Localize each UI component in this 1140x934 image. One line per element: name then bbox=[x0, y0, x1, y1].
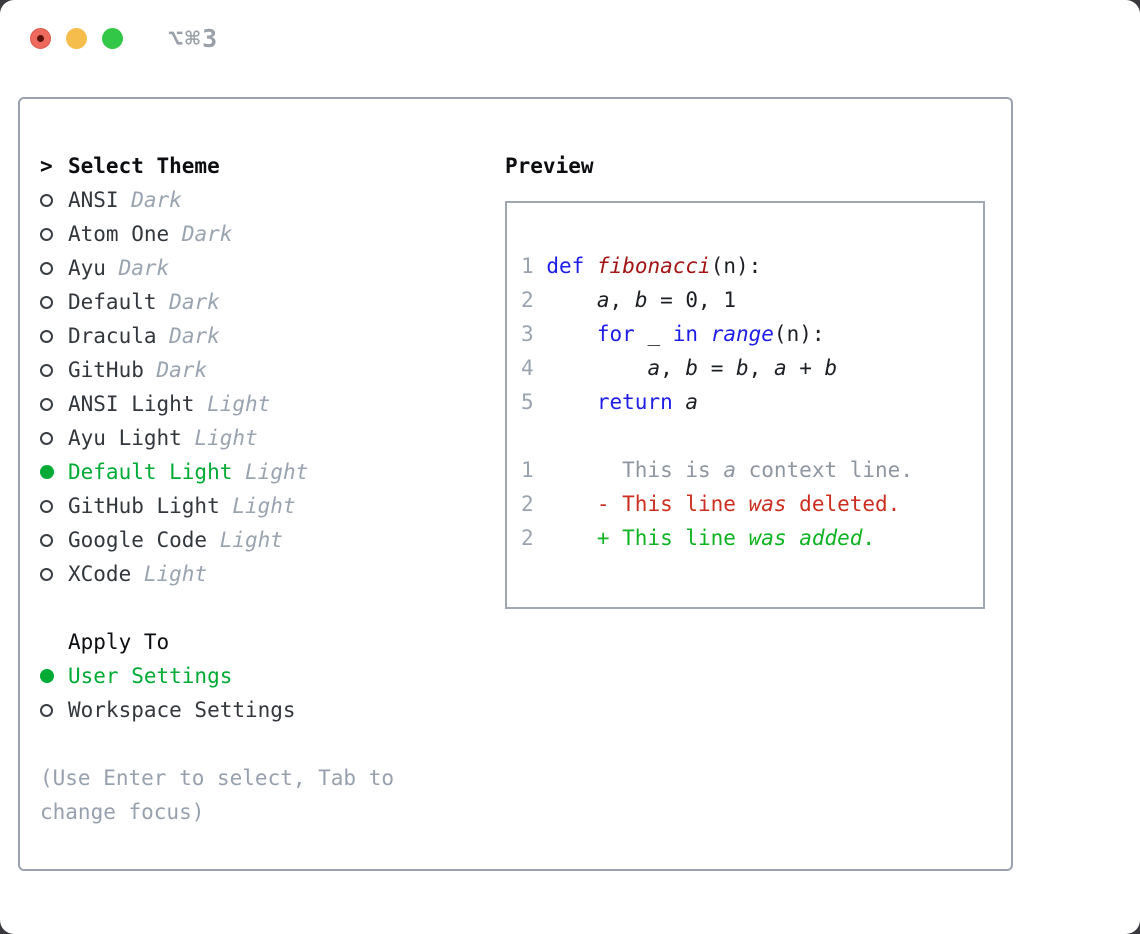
theme-name: Default Light bbox=[68, 460, 233, 484]
diff-line: 2 - This line was deleted. bbox=[521, 492, 901, 516]
code-line: 3 for _ in range(n): bbox=[521, 322, 825, 346]
diff-line: 1 This is a context line. bbox=[521, 458, 913, 482]
radio-icon bbox=[40, 431, 53, 445]
theme-option[interactable]: Ayu Light Light bbox=[40, 421, 475, 455]
theme-variant-badge: Light bbox=[232, 494, 296, 518]
select-theme-header: Select Theme bbox=[68, 154, 220, 178]
radio-icon bbox=[40, 363, 53, 377]
theme-name: Atom One bbox=[68, 222, 170, 246]
apply-to-list: User Settings Workspace Settings bbox=[40, 659, 475, 727]
theme-variant-badge: Light bbox=[219, 528, 283, 552]
theme-name: Default bbox=[68, 290, 157, 314]
radio-icon bbox=[40, 193, 53, 207]
theme-name: Google Code bbox=[68, 528, 208, 552]
code-line: 5 return a bbox=[521, 390, 699, 414]
theme-option[interactable]: ANSI Dark bbox=[40, 183, 475, 217]
theme-variant-badge: Light bbox=[245, 460, 309, 484]
code-line: 1 def fibonacci(n): bbox=[521, 254, 762, 278]
theme-option[interactable]: GitHub Light Light bbox=[40, 489, 475, 523]
radio-icon bbox=[40, 261, 53, 275]
theme-name: XCode bbox=[68, 562, 132, 586]
theme-variant-badge: Dark bbox=[118, 256, 170, 280]
theme-option[interactable]: GitHub Dark bbox=[40, 353, 475, 387]
radio-icon bbox=[40, 295, 53, 309]
line-number: 4 bbox=[521, 356, 534, 380]
line-number: 2 bbox=[521, 288, 534, 312]
theme-name: Ayu Light bbox=[68, 426, 182, 450]
theme-name: GitHub Light bbox=[68, 494, 220, 518]
select-theme-header-row: > Select Theme bbox=[40, 149, 475, 183]
theme-variant-badge: Dark bbox=[169, 290, 220, 314]
code-line: 4 a, b = b, a + b bbox=[521, 356, 838, 380]
theme-name: ANSI Light bbox=[68, 392, 195, 416]
preview-header: Preview bbox=[505, 154, 594, 178]
line-number: 1 bbox=[521, 254, 534, 278]
close-button[interactable] bbox=[30, 28, 51, 49]
radio-icon bbox=[40, 567, 53, 581]
radio-icon bbox=[40, 465, 54, 479]
apply-to-header-row: Apply To bbox=[40, 625, 475, 659]
zoom-button[interactable] bbox=[102, 28, 123, 49]
spacer bbox=[40, 591, 475, 625]
theme-name: ANSI bbox=[68, 188, 119, 212]
apply-to-label: Workspace Settings bbox=[68, 698, 296, 722]
theme-option[interactable]: XCode Light bbox=[40, 557, 475, 591]
theme-option[interactable]: Ayu Dark bbox=[40, 251, 475, 285]
radio-icon bbox=[40, 533, 53, 547]
theme-list: ANSI Dark Atom One Dark Ayu Dark Default… bbox=[40, 183, 475, 591]
theme-name: GitHub bbox=[68, 358, 144, 382]
theme-variant-badge: Dark bbox=[156, 358, 208, 382]
line-number: 2 bbox=[521, 526, 534, 550]
radio-icon bbox=[40, 227, 53, 241]
radio-icon bbox=[40, 397, 53, 411]
radio-icon bbox=[40, 499, 53, 513]
theme-variant-badge: Dark bbox=[131, 188, 182, 212]
theme-variant-badge: Light bbox=[143, 562, 208, 586]
code-line: 2 a, b = 0, 1 bbox=[521, 288, 736, 312]
window-title: ⌥⌘3 bbox=[168, 24, 220, 53]
traffic-lights bbox=[30, 28, 123, 49]
help-hint-text: (Use Enter to select, Tab to change focu… bbox=[40, 766, 395, 824]
preview-column: Preview 1 def fibonacci(n): 2 a, b = 0, 1… bbox=[505, 149, 1011, 869]
title-bar: ⌥⌘3 bbox=[0, 0, 1140, 72]
theme-variant-badge: Dark bbox=[169, 324, 220, 348]
focus-caret: > bbox=[40, 154, 53, 178]
blank-line bbox=[521, 419, 969, 453]
theme-option[interactable]: Dracula Dark bbox=[40, 319, 475, 353]
radio-icon bbox=[40, 329, 53, 343]
minimize-button[interactable] bbox=[66, 28, 87, 49]
theme-option[interactable]: Google Code Light bbox=[40, 523, 475, 557]
radio-icon bbox=[40, 703, 53, 717]
theme-option[interactable]: Default Dark bbox=[40, 285, 475, 319]
apply-to-header: Apply To bbox=[68, 630, 170, 654]
apply-to-option[interactable]: Workspace Settings bbox=[40, 693, 475, 727]
preview-box: 1 def fibonacci(n): 2 a, b = 0, 1 3 for _ … bbox=[505, 201, 985, 609]
diff-line: 2 + This line was added. bbox=[521, 526, 876, 550]
theme-variant-badge: Light bbox=[194, 426, 258, 450]
theme-option[interactable]: Default Light Light bbox=[40, 455, 475, 489]
line-number: 2 bbox=[521, 492, 534, 516]
line-number: 3 bbox=[521, 322, 534, 346]
apply-to-label: User Settings bbox=[68, 664, 233, 688]
line-number: 1 bbox=[521, 458, 534, 482]
line-number: 5 bbox=[521, 390, 534, 414]
theme-variant-badge: Light bbox=[207, 392, 271, 416]
theme-option[interactable]: ANSI Light Light bbox=[40, 387, 475, 421]
apply-to-option[interactable]: User Settings bbox=[40, 659, 475, 693]
theme-picker-panel: > Select Theme ANSI Dark Atom One Dark A… bbox=[18, 97, 1013, 871]
radio-icon bbox=[40, 669, 54, 683]
theme-option[interactable]: Atom One Dark bbox=[40, 217, 475, 251]
theme-selector-column: > Select Theme ANSI Dark Atom One Dark A… bbox=[40, 149, 505, 869]
theme-name: Dracula bbox=[68, 324, 157, 348]
theme-name: Ayu bbox=[68, 256, 106, 280]
theme-variant-badge: Dark bbox=[181, 222, 233, 246]
